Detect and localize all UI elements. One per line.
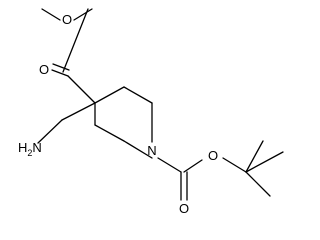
- bond-ester-carbonyl-3: [52, 63, 70, 71]
- bond-carbamate-to-ether-o: [183, 159, 203, 173]
- atom-oxygen-carbamate-ether: O: [208, 148, 218, 163]
- atom-label-layer: O O H2N N O O: [18, 12, 218, 216]
- bond-ester-carbonyl-2: [51, 69, 69, 77]
- molecule-structure: O O H2N N O O: [18, 8, 284, 216]
- amine-n-label: N: [32, 140, 41, 155]
- amine-h-label: H: [18, 140, 27, 155]
- bond-tbu-methyl-right: [245, 151, 284, 173]
- bond-ester-carbonyl-1: [62, 8, 89, 73]
- bond-layer: [37, 8, 284, 201]
- atom-oxygen-carbamate-carbonyl: O: [179, 201, 189, 216]
- bond-ether-o-to-tbu: [222, 157, 247, 173]
- bond-ester-to-quaternary: [67, 75, 96, 104]
- bond-ch2-to-nh2: [37, 119, 63, 144]
- bond-tbu-methyl-up: [245, 140, 264, 173]
- bond-ring-c2b-c3b: [94, 124, 125, 142]
- bond-ring-c3a-c2a: [123, 86, 153, 104]
- atom-nitrogen-amine: H2N: [18, 140, 42, 158]
- amine-subscript-label: 2: [27, 148, 32, 158]
- bond-tbu-methyl-down: [245, 171, 271, 197]
- bond-methyl-o: [41, 8, 61, 21]
- atom-nitrogen-ring: N: [147, 143, 156, 158]
- bond-o-ester-carbon: [73, 8, 93, 21]
- bond-n-to-carbamate: [157, 157, 182, 173]
- bond-ring-n-c2b: [123, 140, 153, 159]
- atom-oxygen-methoxy: O: [62, 12, 72, 27]
- bond-ring-c4-c3a: [94, 86, 125, 104]
- bond-quaternary-to-ch2: [61, 102, 96, 121]
- atom-oxygen-ester-carbonyl: O: [39, 62, 49, 77]
